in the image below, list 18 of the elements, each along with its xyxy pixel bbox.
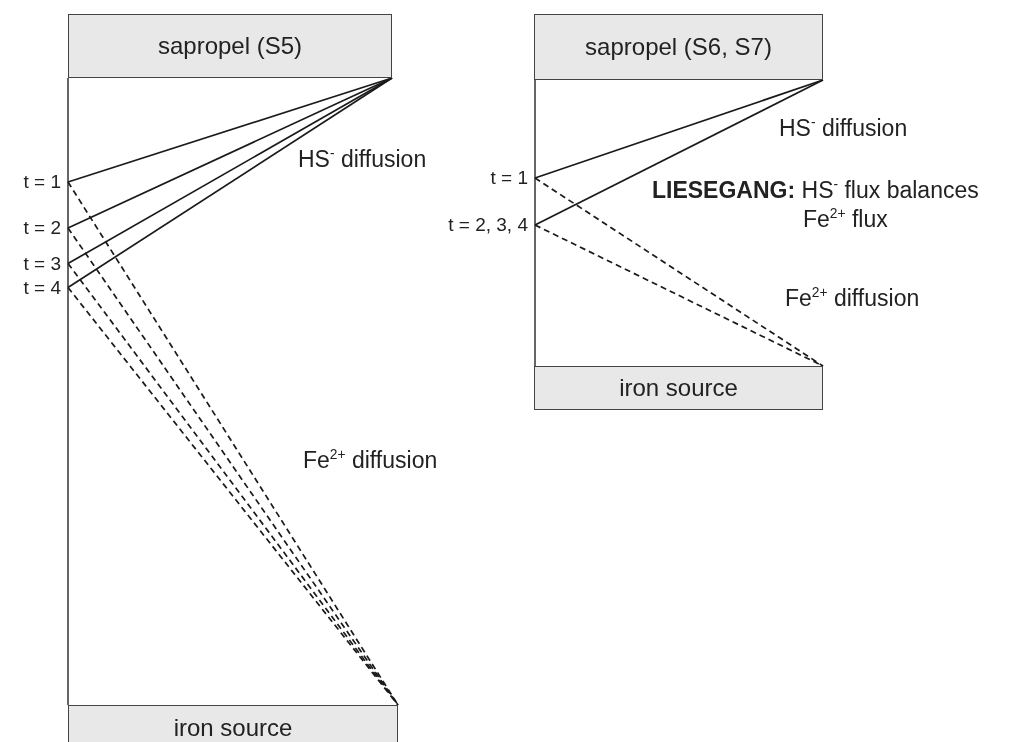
time-label: t = 1 — [0, 170, 68, 194]
time-label: t = 3 — [0, 252, 68, 275]
layer-box: iron source — [68, 705, 398, 742]
diffusion-line — [534, 79, 824, 226]
time-label: t = 2 — [0, 216, 68, 240]
dashed-line — [534, 224, 824, 367]
process-label: Fe$^{2+}$ diffusion — [785, 284, 920, 313]
process-label: HS$^{-}$ diffusion — [779, 114, 908, 143]
layer-box: sapropel (S5) — [68, 14, 392, 78]
dashed-line — [534, 177, 824, 367]
layer-box: iron source — [534, 366, 823, 410]
time-label: t = 4 — [0, 276, 68, 299]
process-label: Fe$^{2+}$ diffusion — [303, 446, 438, 475]
layer-box: sapropel (S6, S7) — [534, 14, 823, 80]
process-label: HS$^{-}$ diffusion — [298, 145, 427, 174]
time-label: t = 2, 3, 4 — [415, 213, 535, 237]
annotation-text: LIESEGANG: HS$^{-}$ flux balances Fe$^{2+}$ flux — [652, 176, 980, 234]
time-label: t = 1 — [445, 166, 535, 190]
